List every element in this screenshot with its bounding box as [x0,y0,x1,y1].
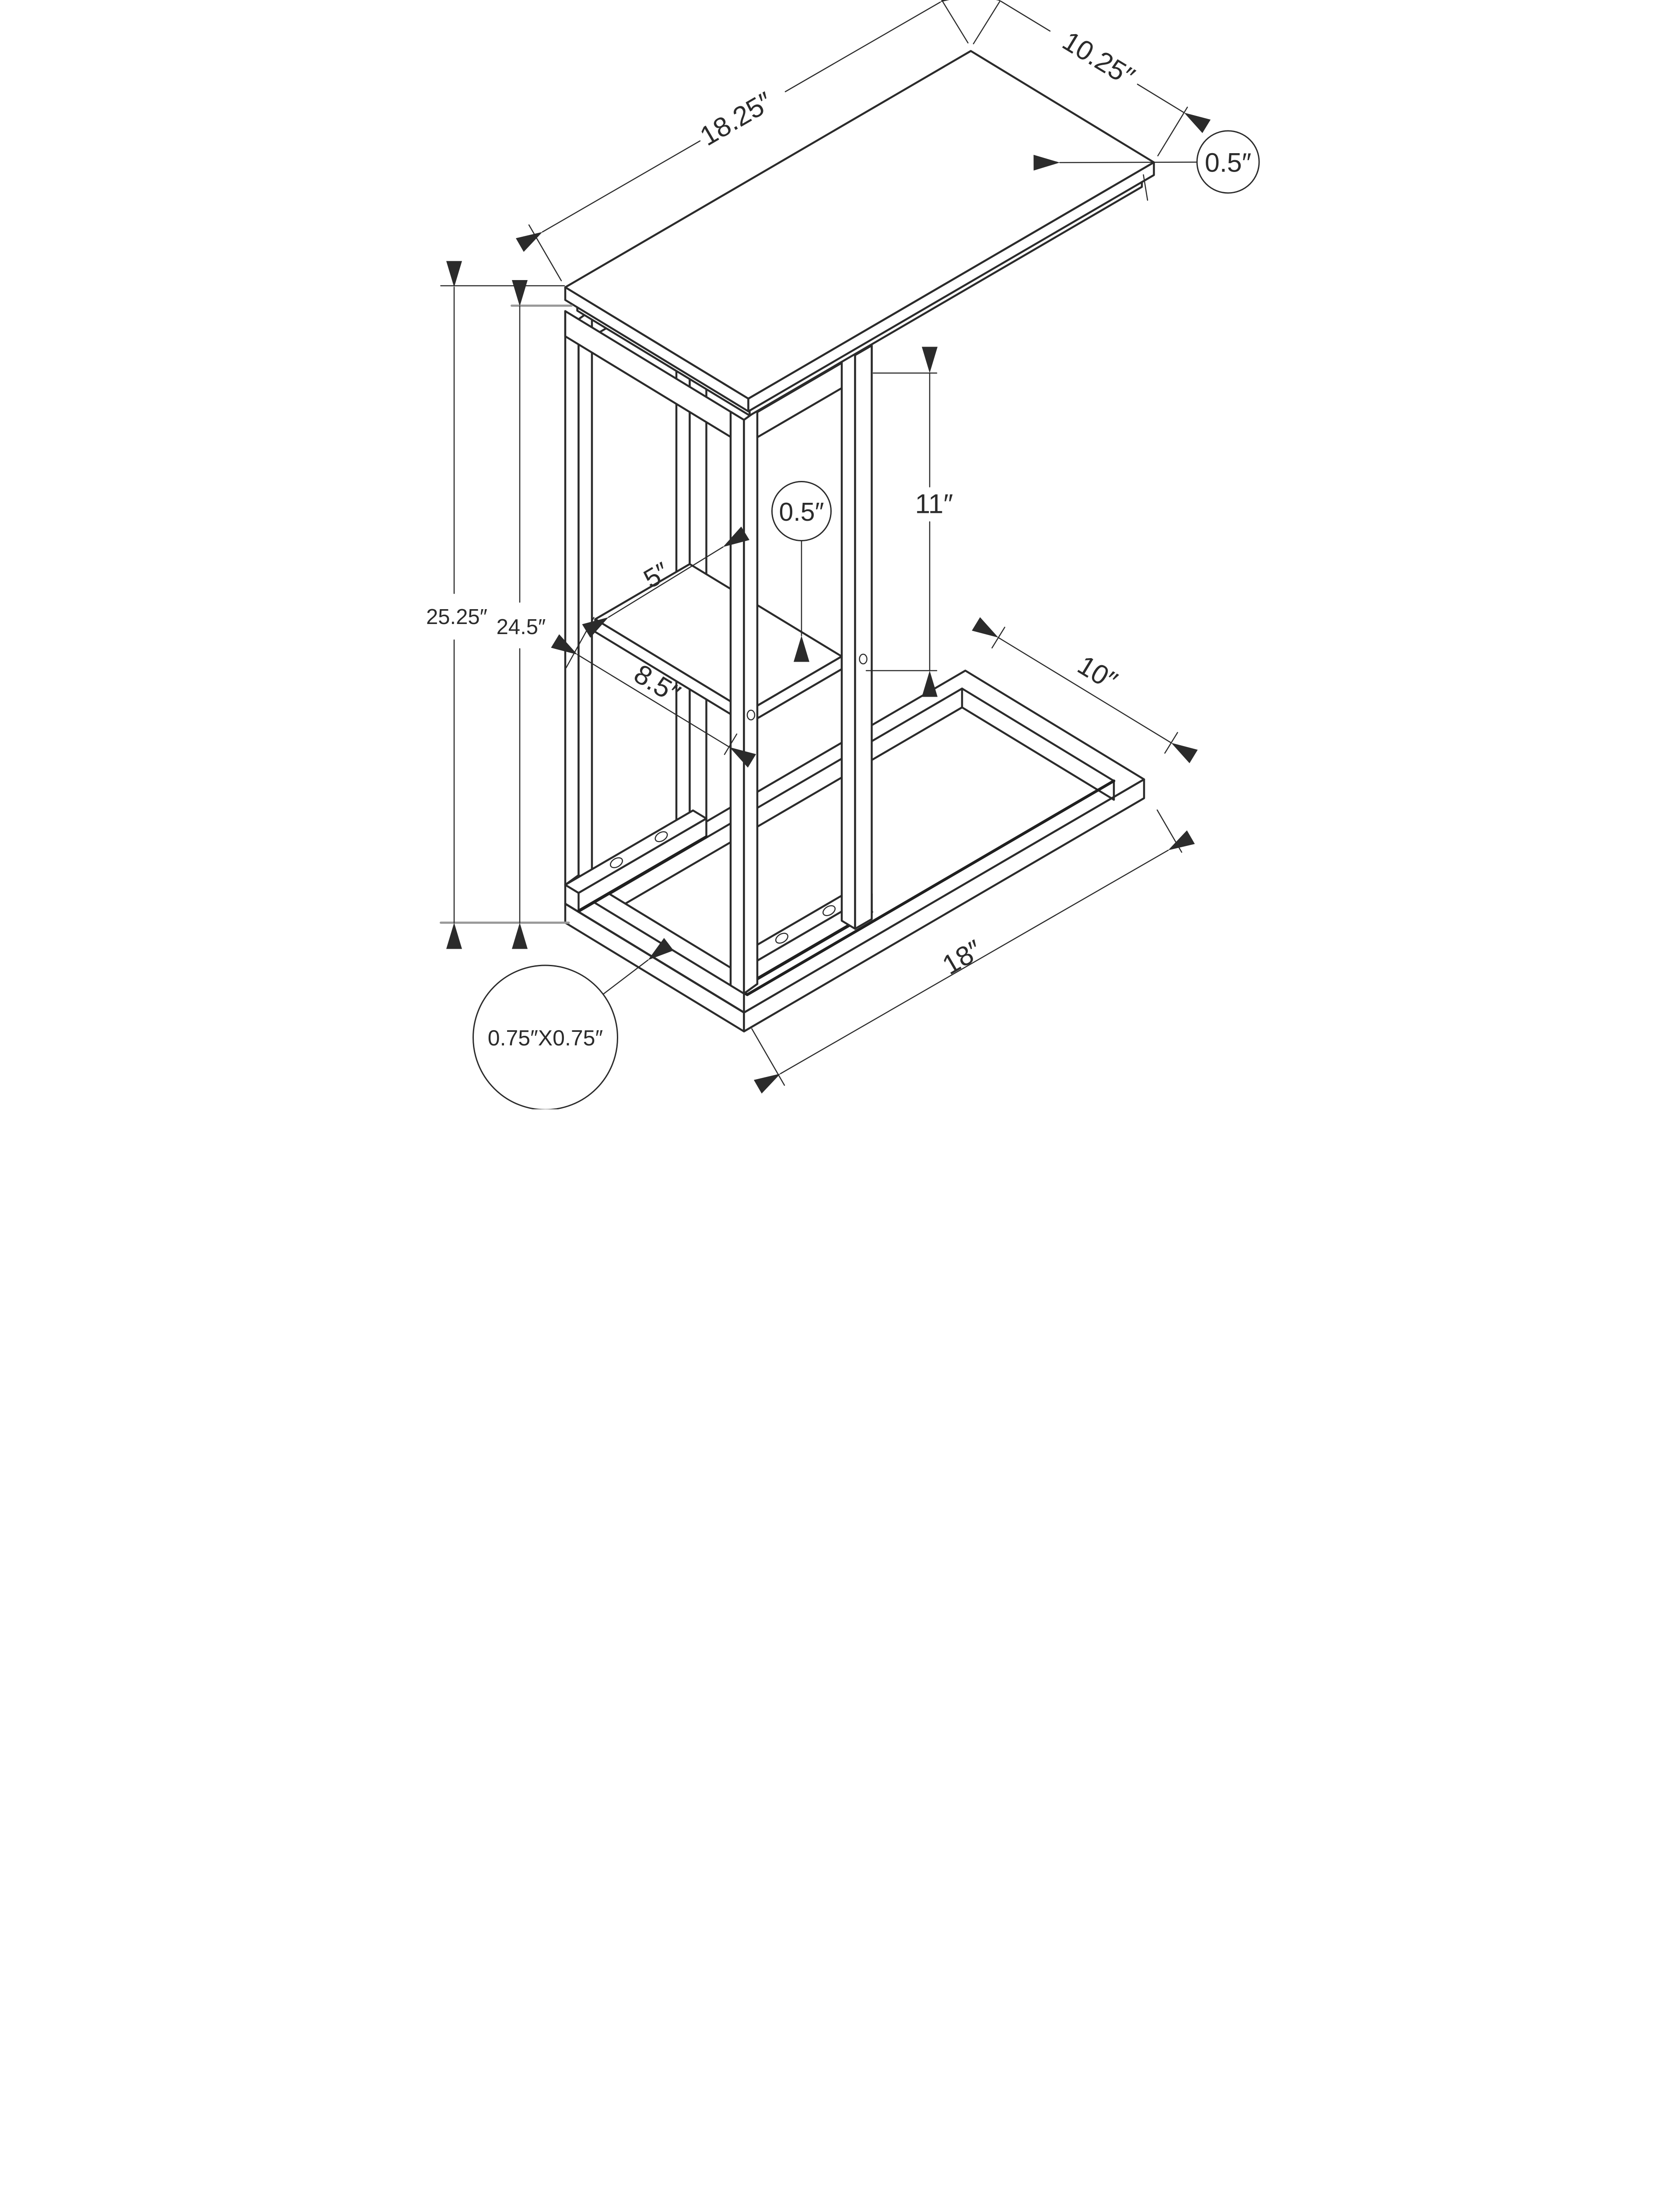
post-front-right-front [854,344,873,930]
dimension-line [754,830,1195,1094]
dim-overall-height: 25.25″ [426,261,570,949]
extension-line [973,0,1001,45]
post-front-right-side [840,346,856,930]
dim-base-length-label: 18″ [937,934,987,981]
dim-frame-height-label: 24.5″ [497,615,546,639]
dim-top-length-label: 18.25″ [695,86,778,152]
leader-line [602,938,674,995]
diagram-stage: 18.25″ 10.25″ 0.5″ 25.25″ [420,0,1260,1109]
dim-base-length: 18″ [751,809,1195,1094]
screw-hole [746,709,756,721]
leader-line [1033,154,1198,171]
dim-top-width-label: 10.25″ [1057,25,1140,92]
post-back-left-front [578,309,593,894]
dim-tube-profile-label: 0.75″X0.75″ [488,1026,603,1050]
dim-clearance: 11″ [865,347,953,697]
dimension-line [551,634,756,768]
dimension-line [516,140,701,252]
dimension-line [972,617,1198,764]
dimension-line [784,0,967,92]
extension-line [1157,106,1188,157]
tabletop-front-face [747,161,1155,413]
callout-shelf-thickness: 0.5″ [771,481,832,662]
dim-base-width-label: 10″ [1072,649,1123,696]
screw-hole [859,653,868,665]
c-table-dimension-diagram: 18.25″ 10.25″ 0.5″ 25.25″ [420,0,1260,1109]
post-front-left-side [729,410,745,995]
dimension-line [974,0,1051,32]
table-structure [564,50,1155,1033]
callout-circle [472,964,618,1109]
post-back-left-side [564,310,580,894]
post-front-left-front [743,409,759,995]
dim-top-thickness-label: 0.5″ [1205,148,1251,178]
dimension-line [582,526,750,638]
dim-frame-height: 24.5″ [497,280,573,949]
callout-tube-profile: 0.75″X0.75″ [472,938,674,1109]
dim-shelf-thickness-label: 0.5″ [779,498,824,526]
dim-overall-height-label: 25.25″ [426,605,487,629]
base-frame-front-face [743,778,1145,1033]
extension-line [1143,174,1148,201]
callout-top-thickness: 0.5″ [1033,130,1260,201]
screw-hole [609,857,623,868]
extension-line [751,1028,785,1086]
dim-clearance-label: 11″ [915,489,953,519]
base-inner-front-shadow [746,779,1116,996]
extension-line [528,224,562,281]
dim-base-width: 10″ [972,617,1198,764]
dimension-line [1137,84,1211,133]
screw-hole [654,831,668,842]
extension-line [1156,809,1183,853]
extension-line [941,0,969,44]
back-footing-shadow [577,835,708,912]
